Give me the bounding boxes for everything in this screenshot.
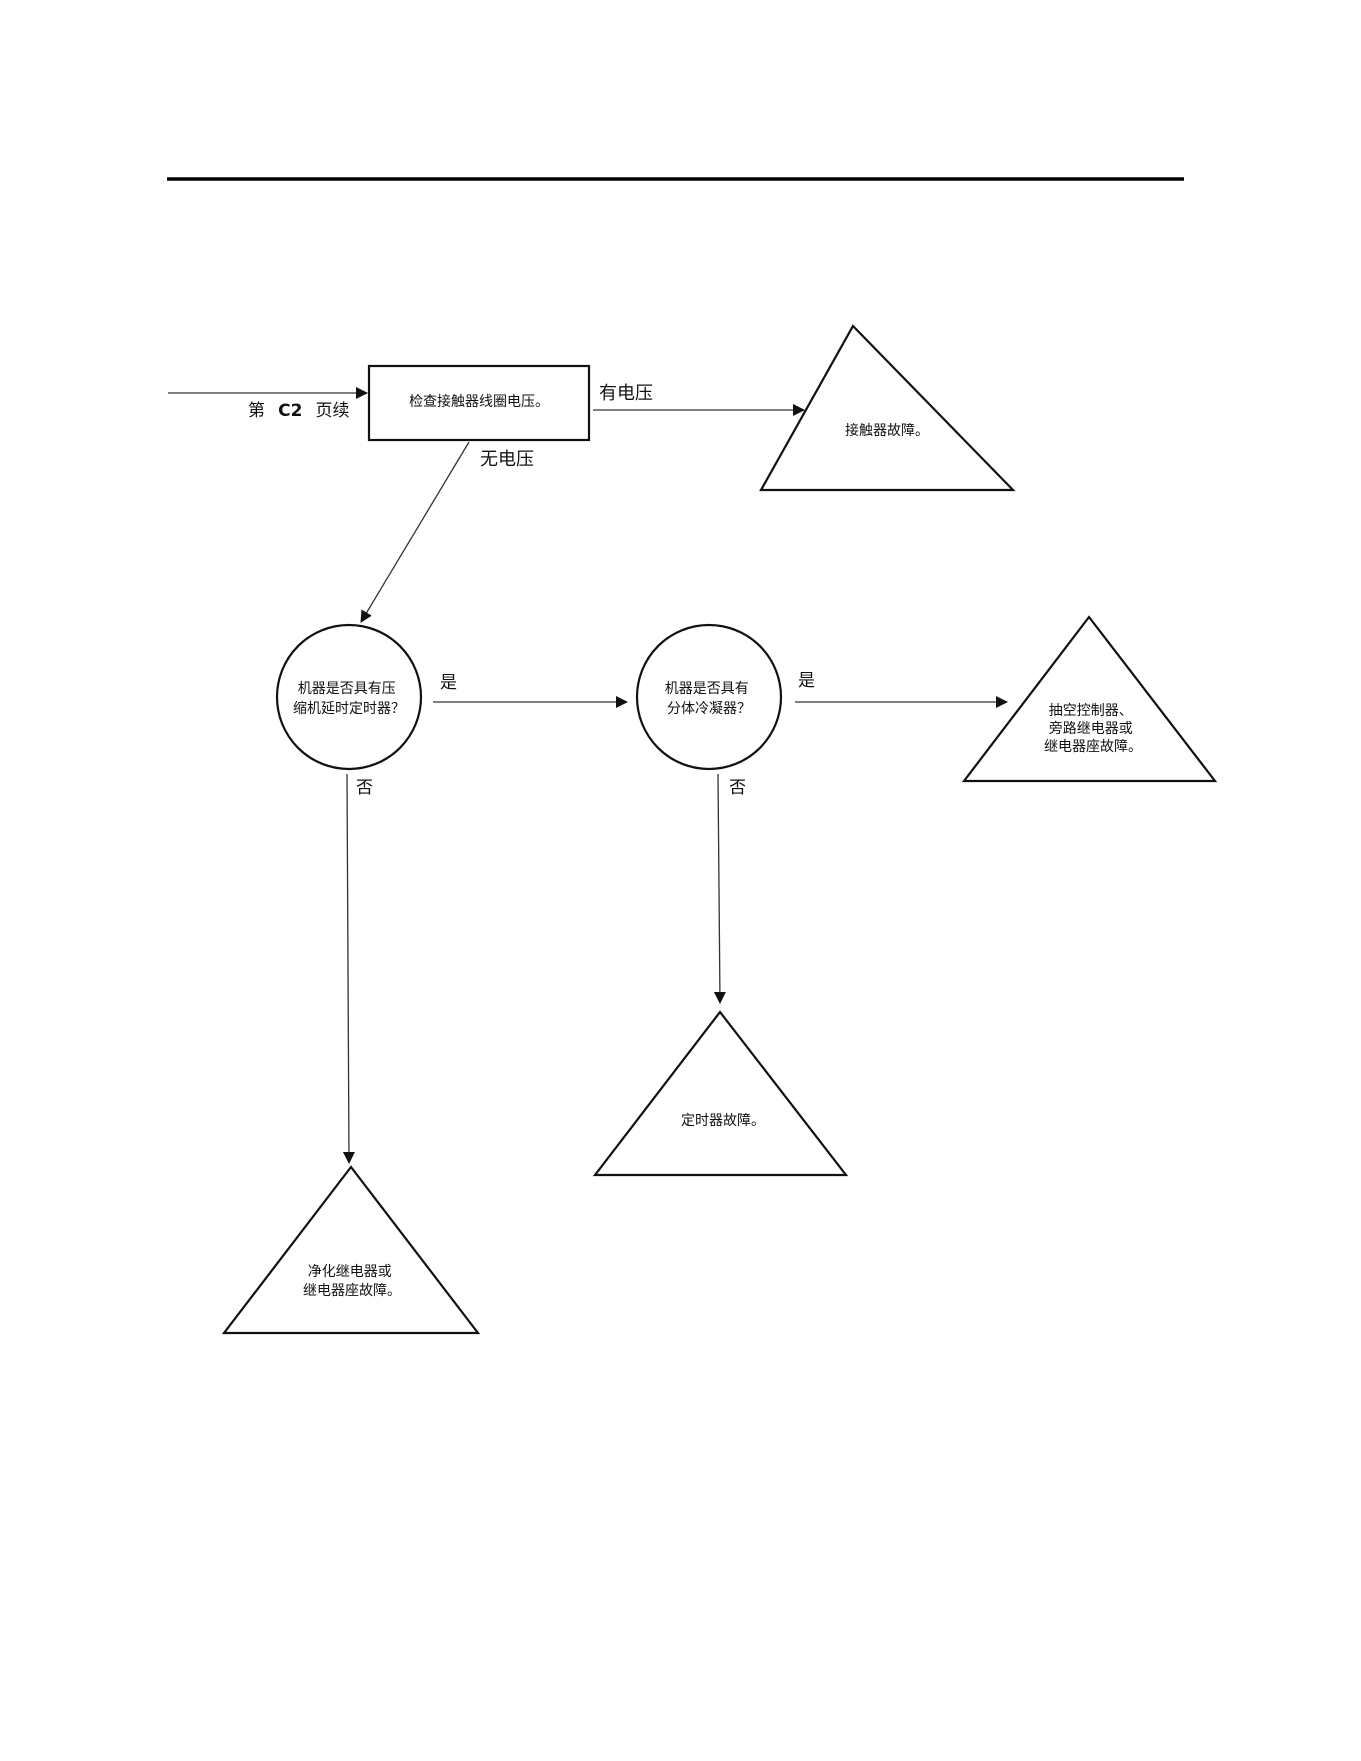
yes-split-condenser-label: 是 — [798, 671, 815, 691]
continuation-page: C2 — [278, 401, 302, 421]
yes-timer-label: 是 — [440, 673, 457, 693]
pumpdown-fault-triangle — [964, 617, 1215, 781]
purge-fault-line-1: 净化继电器或 — [308, 1264, 392, 1280]
continuation-suffix: 页续 — [316, 401, 350, 421]
no-split-condenser-label: 否 — [729, 778, 746, 798]
has-voltage-label: 有电压 — [599, 383, 653, 404]
contactor-fault-text: 接触器故障。 — [845, 422, 929, 439]
has-timer-question-circle — [277, 625, 421, 769]
pumpdown-fault-line-3: 继电器座故障。 — [1044, 739, 1142, 755]
purge-fault-triangle — [224, 1167, 478, 1333]
timer-fault-triangle — [595, 1012, 846, 1175]
timer-fault-text: 定时器故障。 — [681, 1113, 765, 1129]
purge-fault-line-2: 继电器座故障。 — [303, 1283, 401, 1299]
no-voltage-arrow — [361, 442, 469, 622]
no-voltage-label: 无电压 — [480, 449, 534, 470]
has-timer-question-line-1: 机器是否具有压 — [298, 681, 396, 697]
no-split-condenser-arrow — [718, 774, 720, 1003]
continuation-prefix: 第 — [248, 401, 265, 421]
has-timer-question-line-2: 缩机延时定时器？ — [293, 701, 405, 717]
pumpdown-fault-text: 抽空控制器、 旁路继电器或 继电器座故障。 — [1044, 703, 1142, 755]
no-timer-arrow — [347, 774, 349, 1163]
pumpdown-fault-line-2: 旁路继电器或 — [1049, 720, 1133, 737]
has-split-condenser-line-1: 机器是否具有 — [665, 681, 749, 697]
has-split-condenser-line-2: 分体冷凝器？ — [667, 701, 751, 717]
continuation-label: 第 C2 页续 — [248, 401, 350, 421]
pumpdown-fault-line-1: 抽空控制器、 — [1049, 703, 1133, 719]
contactor-fault-triangle — [761, 326, 1013, 490]
no-timer-label: 否 — [356, 778, 373, 798]
check-voltage-text: 检查接触器线圈电压。 — [409, 393, 549, 410]
has-split-condenser-question-circle — [637, 625, 781, 769]
